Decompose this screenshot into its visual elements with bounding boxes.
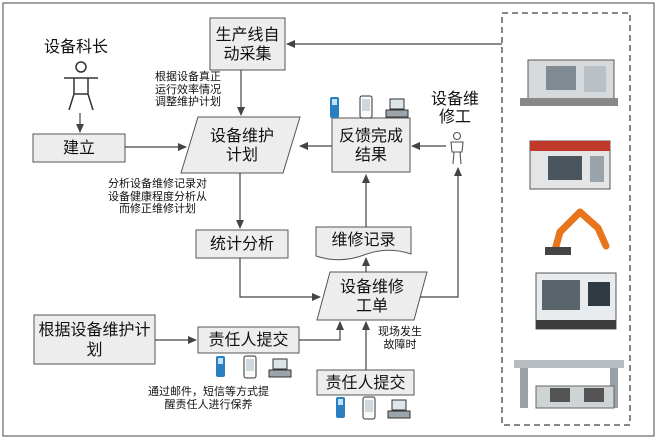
phone-icon bbox=[362, 396, 376, 420]
submit-box-1-shape bbox=[197, 326, 300, 354]
note-line: 通过邮件，短信等方式提 bbox=[148, 385, 269, 398]
robot-arm-icon bbox=[545, 208, 610, 255]
submit-box-2[interactable]: 责任人提交 bbox=[317, 370, 414, 395]
manager-label: 设备科长 bbox=[44, 37, 109, 56]
note-line: 设备健康程度分析从 bbox=[108, 189, 207, 203]
note-line: 根据设备真正 bbox=[155, 70, 221, 83]
feedback-box[interactable]: 反馈完成结果 bbox=[332, 118, 410, 172]
note-line: 运行效率情况 bbox=[155, 82, 221, 96]
note-line: 而修正维修计划 bbox=[119, 202, 196, 216]
kiosk-icon bbox=[216, 356, 225, 377]
submit-box-1[interactable]: 责任人提交 bbox=[198, 327, 299, 353]
by-plan-box-shape bbox=[33, 314, 156, 365]
lathe-icon bbox=[535, 272, 617, 330]
auto-collect-box[interactable]: 生产线自动采集 bbox=[210, 18, 285, 70]
adjust-plan-note: 根据设备真正 运行效率情况 调整维护计划 bbox=[155, 70, 221, 109]
outer-border bbox=[2, 2, 655, 437]
stats-label: 统计分析 bbox=[209, 234, 274, 254]
repairman-label: 设备维修工 bbox=[430, 89, 479, 127]
record-doc-shape bbox=[315, 226, 412, 261]
feedback-label: 反馈完成结果 bbox=[338, 125, 403, 164]
maintenance-plan-shape bbox=[180, 116, 301, 174]
work-order-box[interactable]: 设备维修工单 bbox=[322, 272, 422, 320]
stats-box-shape bbox=[195, 229, 289, 259]
person-icon bbox=[64, 61, 98, 111]
maintenance-plan-box[interactable]: 设备维护计划 bbox=[196, 118, 288, 172]
record-box[interactable]: 维修记录 bbox=[316, 228, 411, 252]
submit-box-2-shape bbox=[316, 369, 415, 396]
cnc-machine-icon bbox=[520, 59, 618, 106]
phone-icon bbox=[359, 95, 373, 119]
arrow-submit1-to-order bbox=[299, 321, 344, 341]
by-plan-box[interactable]: 根据设备维护计划 bbox=[34, 315, 155, 364]
note-line: 分析设备维修记录对 bbox=[108, 177, 207, 190]
gantry-machine-icon bbox=[514, 360, 624, 409]
computer-icon bbox=[268, 358, 292, 378]
notify-note: 通过邮件，短信等方式提 醒责任人进行保养 bbox=[148, 385, 269, 411]
analyze-records-note: 分析设备维修记录对 设备健康程度分析从 而修正维修计划 bbox=[108, 177, 207, 216]
auto-collect-label: 生产线自动采集 bbox=[215, 24, 280, 63]
work-order-shape bbox=[316, 271, 428, 321]
kiosk-icon bbox=[336, 397, 345, 418]
machining-center-icon bbox=[529, 140, 611, 190]
submit-label-2: 责任人提交 bbox=[325, 372, 406, 392]
person-icon bbox=[450, 131, 464, 165]
kiosk-icon bbox=[330, 97, 339, 118]
work-order-label: 设备维修工单 bbox=[339, 276, 404, 315]
establish-box-shape bbox=[32, 133, 126, 163]
note-line: 故障时 bbox=[383, 337, 417, 351]
submit-label-1: 责任人提交 bbox=[208, 330, 289, 350]
computer-icon bbox=[387, 399, 411, 419]
phone-icon bbox=[243, 355, 257, 379]
record-label: 维修记录 bbox=[331, 230, 396, 250]
onsite-fault-note: 现场发生 故障时 bbox=[378, 325, 422, 351]
arrow-order-to-repairman bbox=[420, 167, 462, 298]
stats-box[interactable]: 统计分析 bbox=[196, 230, 288, 258]
feedback-box-shape bbox=[331, 117, 411, 173]
auto-collect-box-shape bbox=[209, 17, 286, 71]
note-line: 醒责任人进行保养 bbox=[164, 397, 253, 411]
by-plan-label: 根据设备维护计划 bbox=[38, 320, 151, 359]
equipment-panel bbox=[501, 12, 631, 426]
establish-box[interactable]: 建立 bbox=[33, 134, 125, 162]
maintenance-plan-label: 设备维护计划 bbox=[209, 125, 274, 164]
establish-label: 建立 bbox=[62, 138, 95, 158]
computer-icon bbox=[385, 98, 409, 118]
arrow-stats-to-order bbox=[239, 258, 321, 301]
note-line: 调整维护计划 bbox=[155, 95, 221, 109]
note-line: 现场发生 bbox=[378, 325, 422, 338]
